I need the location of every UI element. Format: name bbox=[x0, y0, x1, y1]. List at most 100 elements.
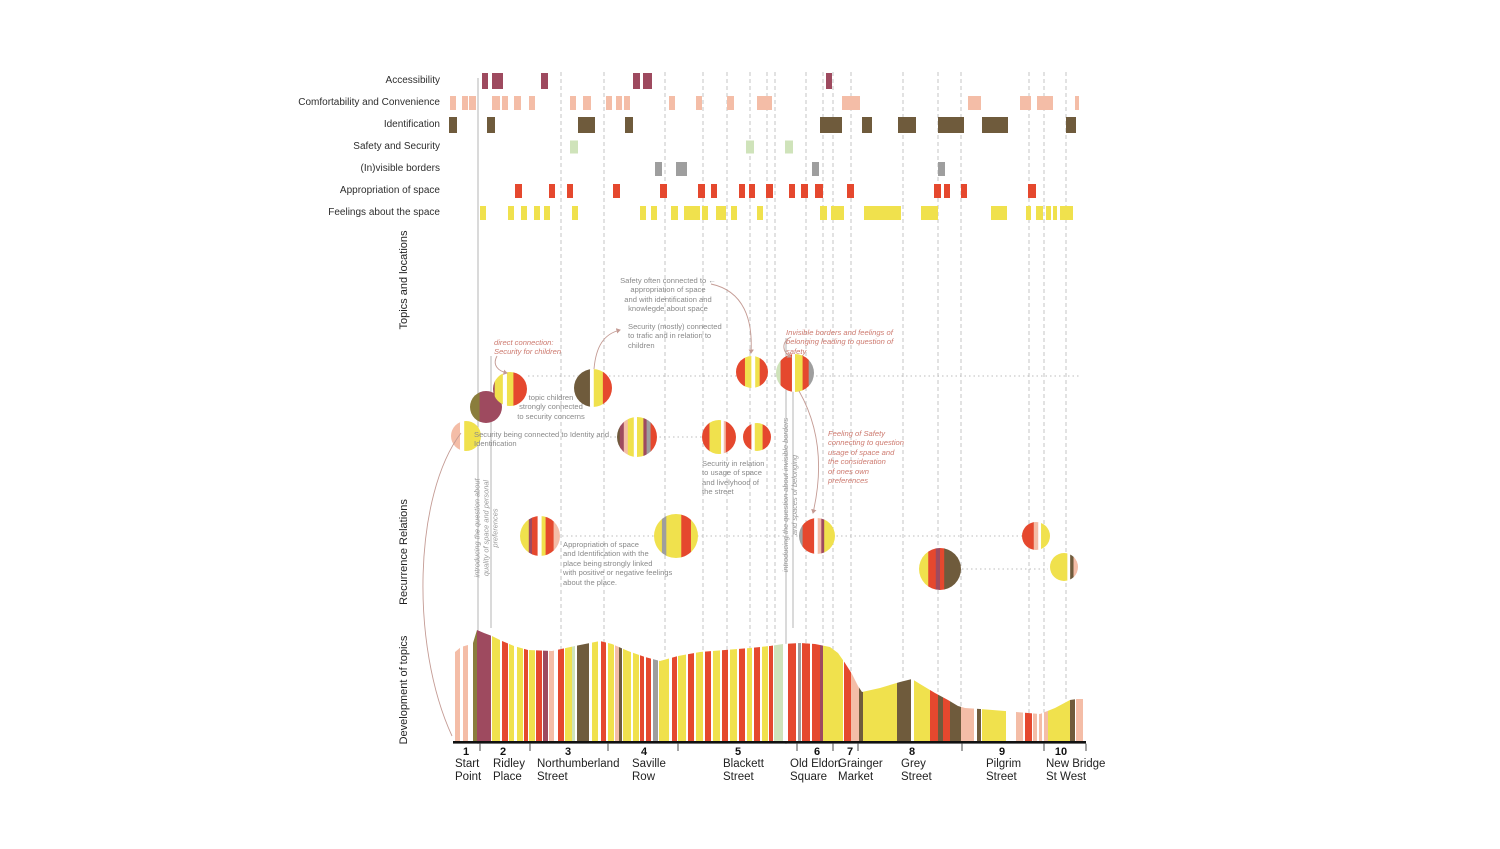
circle-stripe bbox=[494, 372, 504, 406]
circle-stripe bbox=[1050, 553, 1068, 581]
circle-stripe bbox=[553, 516, 560, 556]
topic-mark bbox=[613, 184, 620, 198]
section-label-topics-locations: Topics and locations bbox=[398, 230, 410, 330]
topic-mark bbox=[492, 96, 500, 110]
topic-mark bbox=[785, 140, 793, 154]
topic-mark bbox=[842, 96, 860, 110]
topic-mark bbox=[643, 73, 652, 89]
topic-stripe bbox=[672, 630, 677, 741]
section-label-development-topics: Development of topics bbox=[398, 635, 410, 745]
circle-stripe bbox=[619, 417, 625, 457]
topic-mark bbox=[801, 184, 808, 198]
topic-stripe bbox=[678, 630, 686, 741]
annotation-curve bbox=[422, 432, 462, 737]
topic-stripe bbox=[788, 630, 796, 741]
topic-stripe bbox=[477, 630, 491, 741]
topic-mark bbox=[716, 206, 726, 220]
circle-stripe bbox=[1073, 553, 1078, 581]
recurrence-circle bbox=[736, 356, 768, 388]
topic-mark bbox=[789, 184, 795, 198]
annotation-curve bbox=[593, 328, 621, 370]
topic-mark bbox=[541, 73, 548, 89]
topic-mark bbox=[1020, 96, 1031, 110]
circle-stripe bbox=[654, 514, 663, 558]
topic-mark bbox=[606, 96, 612, 110]
circle-stripe bbox=[817, 518, 822, 554]
topic-mark bbox=[698, 184, 705, 198]
annotation-curve bbox=[783, 336, 792, 358]
recurrence-circle bbox=[520, 516, 560, 556]
circle-stripe bbox=[617, 417, 621, 457]
circle-stripe bbox=[736, 356, 746, 388]
circle-stripe bbox=[502, 372, 508, 406]
topic-row-label: Safety and Security bbox=[353, 141, 440, 152]
annotation-note: direct connection:Security for children bbox=[494, 338, 562, 357]
topic-stripe bbox=[536, 630, 542, 741]
topic-mark bbox=[544, 206, 550, 220]
recurrence-circle bbox=[702, 420, 736, 454]
circle-stripe bbox=[1038, 522, 1042, 550]
topic-stripe bbox=[640, 630, 644, 741]
topic-mark bbox=[938, 117, 964, 133]
topic-mark bbox=[567, 184, 573, 198]
topic-stripe bbox=[798, 630, 801, 741]
topic-stripe bbox=[754, 630, 760, 741]
topic-mark bbox=[449, 117, 457, 133]
topic-mark bbox=[514, 96, 521, 110]
stop-number-1: 1 bbox=[462, 746, 470, 758]
topic-stripe bbox=[619, 630, 622, 741]
circle-stripe bbox=[541, 516, 546, 556]
topic-mark bbox=[1053, 206, 1057, 220]
recurrence-circle bbox=[1050, 553, 1078, 581]
circle-stripe bbox=[593, 369, 604, 407]
topic-mark bbox=[671, 206, 678, 220]
topic-stripe bbox=[747, 630, 752, 741]
topic-stripe bbox=[558, 630, 564, 741]
circle-stripe bbox=[754, 423, 763, 451]
topic-mark bbox=[820, 117, 842, 133]
circle-stripe bbox=[744, 356, 752, 388]
topic-mark bbox=[757, 96, 772, 110]
stop-number-10: 10 bbox=[1054, 746, 1068, 758]
topic-mark bbox=[1046, 206, 1051, 220]
topic-mark bbox=[815, 184, 823, 198]
topic-stripe bbox=[769, 630, 773, 741]
topic-stripe bbox=[623, 630, 631, 741]
topic-mark bbox=[502, 96, 508, 110]
circle-stripe bbox=[944, 548, 961, 590]
topic-mark bbox=[820, 206, 827, 220]
topic-mark bbox=[534, 206, 540, 220]
circle-stripe bbox=[574, 369, 591, 407]
circle-stripe bbox=[661, 514, 667, 558]
topic-mark bbox=[469, 96, 476, 110]
topic-mark bbox=[578, 117, 595, 133]
recurrence-circle bbox=[919, 548, 961, 590]
annotation-curve bbox=[710, 283, 754, 354]
circle-stripe bbox=[633, 417, 638, 457]
circle-stripe bbox=[814, 518, 819, 554]
annotation-curve bbox=[494, 355, 508, 375]
topic-stripe bbox=[615, 630, 619, 741]
topic-mark bbox=[684, 206, 700, 220]
circle-stripe bbox=[1041, 522, 1050, 550]
topic-mark bbox=[847, 184, 854, 198]
topic-mark bbox=[529, 96, 535, 110]
stop-number-3: 3 bbox=[564, 746, 572, 758]
topic-stripe bbox=[696, 630, 703, 741]
topic-row-green bbox=[570, 140, 793, 154]
circle-stripe bbox=[451, 421, 461, 451]
topic-mark bbox=[991, 206, 1007, 220]
topic-stripe bbox=[774, 630, 783, 741]
recurrence-circle bbox=[451, 421, 481, 451]
topic-mark bbox=[572, 206, 578, 220]
recurrence-circle bbox=[493, 372, 527, 406]
